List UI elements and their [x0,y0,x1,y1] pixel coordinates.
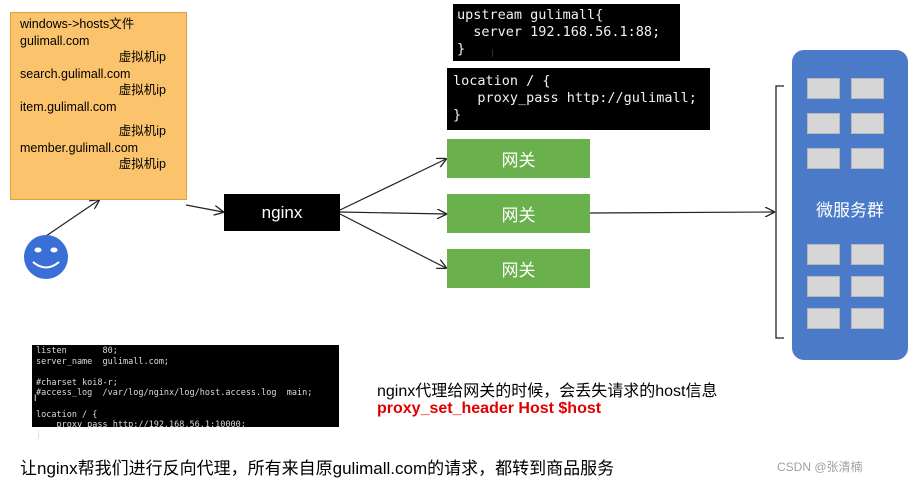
upstream-config-snippet: upstream gulimall{ server 192.168.56.1:8… [453,4,680,61]
host-loss-note: nginx代理给网关的时候，会丢失请求的host信息 [377,383,718,400]
nginx-node: nginx [224,194,340,231]
service-block [807,148,840,169]
service-block [807,276,840,297]
location-config-snippet: location / { proxy_pass http://gulimall;… [447,68,710,130]
arrow-user-to-hosts [45,200,99,237]
text-cursor-icon: Ι [34,393,37,403]
microservices-cluster: 微服务群 [792,50,908,360]
hosts-entry-target: 虚拟机ip [118,50,166,64]
hosts-entry-target: 虚拟机ip [118,83,166,97]
hosts-note-title: windows->hosts文件 [20,17,135,31]
microservices-label: 微服务群 [816,201,884,220]
nginx-label: nginx [261,202,303,222]
service-block [807,113,840,134]
service-block [851,113,884,134]
arrow-nginx-to-gateway-2 [339,212,446,214]
hosts-entry-domain: item.gulimall.com [20,99,117,114]
text-cursor-icon: Ι [491,48,495,60]
hosts-entry-domain: search.gulimall.com [20,66,131,81]
hosts-entry-target: 虚拟机ip [118,157,166,171]
nginx-server-config-snippet: listen 80; server_name gulimall.com; #ch… [32,345,339,441]
arrow-nginx-to-gateway-3 [339,213,446,268]
hosts-file-note: windows->hosts文件 gulimall.com 虚拟机ip sear… [10,12,187,200]
hosts-entry-domain: gulimall.com [20,33,90,48]
service-block [807,308,840,329]
gateway-label: 网关 [501,151,536,170]
gateway-node-2: 网关 [447,194,590,233]
hosts-entry-domain: member.gulimall.com [20,140,139,155]
service-block [851,148,884,169]
service-block [851,308,884,329]
gateway-label: 网关 [501,206,536,225]
gateway-label: 网关 [501,261,536,280]
service-block [851,276,884,297]
gateway-node-1: 网关 [447,139,590,178]
arrow-gateway-to-microservices [589,212,774,213]
service-block [807,78,840,99]
proxy-header-directive: proxy_set_header Host $host [377,400,602,417]
hosts-entry-target: 虚拟机ip [118,124,166,138]
arrow-nginx-to-gateway-1 [339,159,446,211]
service-block [807,244,840,265]
microservices-bracket [775,85,784,339]
gateway-node-3: 网关 [447,249,590,288]
service-block [851,244,884,265]
service-block [851,78,884,99]
diagram-caption: 让nginx帮我们进行反向代理，所有来自原gulimall.com的请求，都转到… [20,459,615,478]
smiley-user-icon [24,235,68,279]
arrow-hosts-to-nginx [185,204,223,212]
watermark: CSDN @张清楠 [777,460,863,474]
